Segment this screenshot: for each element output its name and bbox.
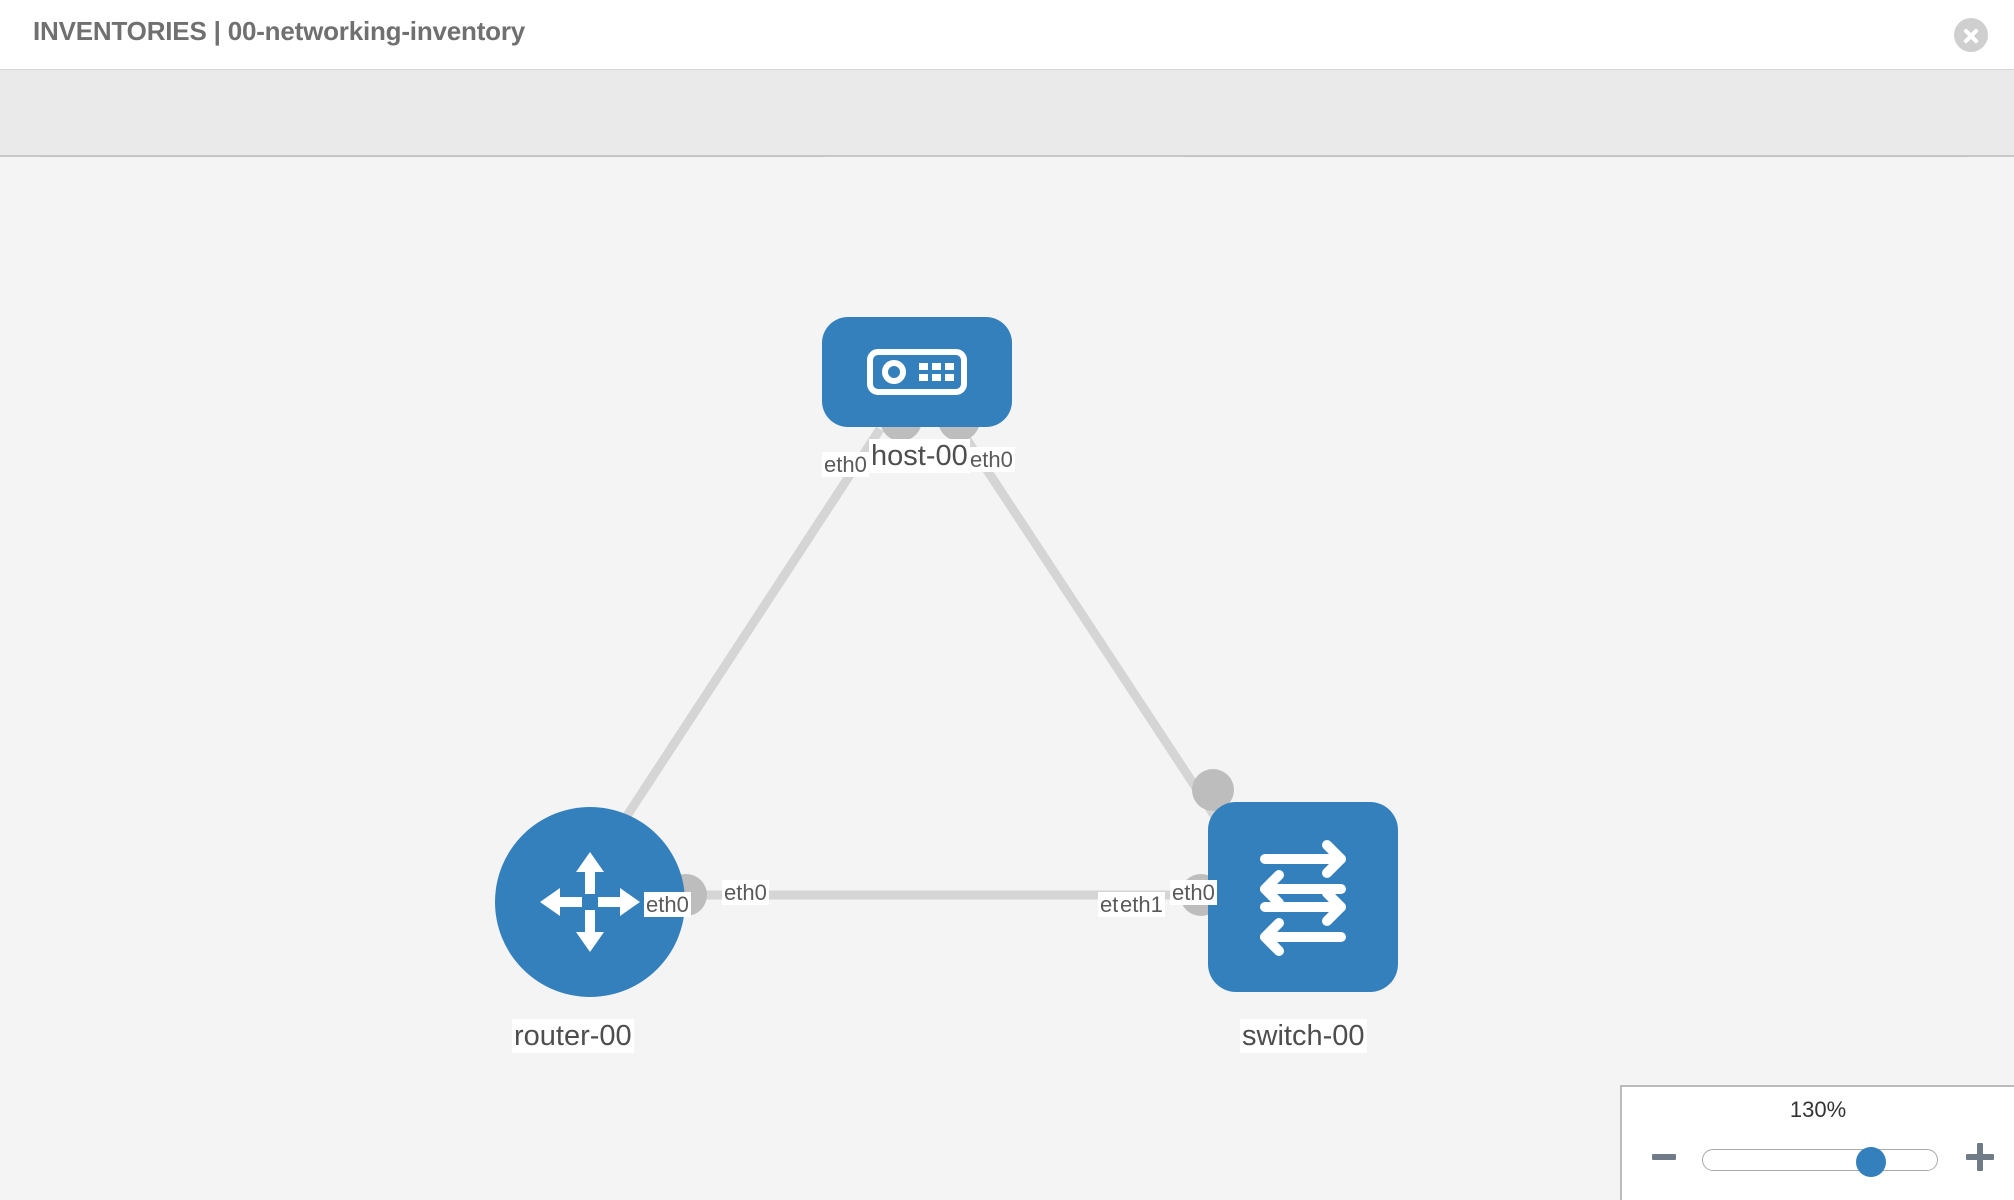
- zoom-slider-row: [1622, 1137, 2014, 1177]
- server-icon: [867, 349, 967, 395]
- zoom-level-label: 130%: [1789, 1097, 1847, 1122]
- switch-icon: [1260, 840, 1346, 956]
- page-title: INVENTORIES | 00-networking-inventory: [33, 16, 526, 46]
- zoom-in-button[interactable]: [1966, 1143, 1994, 1171]
- zoom-slider[interactable]: [1702, 1147, 1938, 1177]
- interface-label-host-left: eth0: [822, 452, 869, 477]
- interface-label-router-up: eth0: [644, 892, 691, 917]
- node-label-router: router-00: [512, 1019, 634, 1053]
- node-switch[interactable]: [1208, 802, 1398, 992]
- interface-label-host-right: eth0: [968, 447, 1015, 472]
- toolbar: ACTIONS SEARCH: [0, 70, 2014, 210]
- node-host[interactable]: [822, 317, 1012, 427]
- link-host-switch[interactable]: [956, 426, 1239, 850]
- zoom-control-panel: 130%: [1620, 1085, 2014, 1200]
- topology-canvas[interactable]: eth0 host-00 eth0 router-00 eth0 eth0: [0, 157, 2014, 1200]
- node-label-host: host-00: [869, 439, 970, 473]
- zoom-out-button[interactable]: [1650, 1143, 1678, 1171]
- interface-label-router-right: eth0: [722, 880, 769, 905]
- page-header: INVENTORIES | 00-networking-inventory: [0, 0, 2014, 70]
- interface-label-switch-up: eth0: [1170, 880, 1217, 905]
- topology-links: [596, 426, 1239, 900]
- node-router[interactable]: [495, 807, 685, 997]
- close-icon[interactable]: [1954, 18, 1988, 52]
- node-label-switch: switch-00: [1240, 1019, 1367, 1053]
- router-icon: [540, 852, 640, 952]
- link-host-router[interactable]: [596, 426, 884, 860]
- interface-label-switch-left: eth1: [1118, 892, 1165, 917]
- zoom-slider-thumb[interactable]: [1856, 1147, 1887, 1177]
